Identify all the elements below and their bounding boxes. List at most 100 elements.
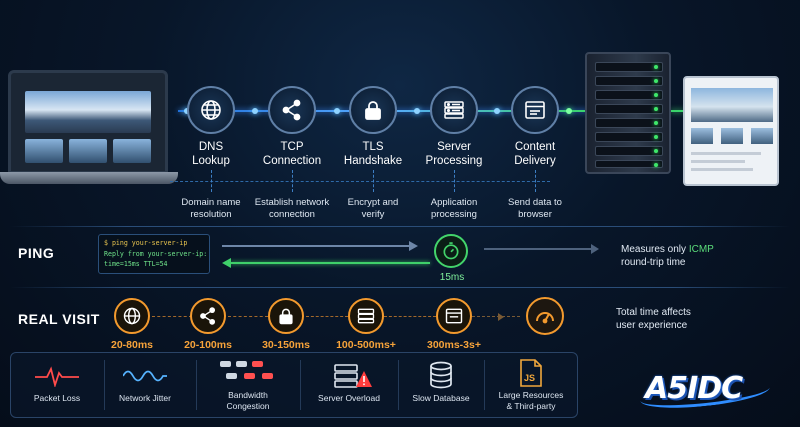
panel-separator xyxy=(484,360,485,410)
issue-icon-wrap: JS xyxy=(506,358,556,388)
step-description: Send data to browser xyxy=(508,197,562,220)
server-warning-icon xyxy=(334,364,372,388)
globe-icon xyxy=(201,100,221,120)
share-icon xyxy=(282,99,301,121)
laptop-thumbnail xyxy=(113,139,151,163)
step-tls-circle xyxy=(349,86,397,134)
step-dns-circle xyxy=(187,86,235,134)
globe-icon xyxy=(123,307,141,325)
timing-value: 20-80ms xyxy=(110,339,154,351)
ping-return-arrow xyxy=(230,262,430,264)
server-rack xyxy=(585,52,671,174)
step-dashed-drop xyxy=(211,170,212,192)
step-description: Encrypt and verify xyxy=(347,197,399,220)
issue-icon-wrap xyxy=(326,362,380,390)
js-file-icon: JS xyxy=(520,359,542,387)
step-dashed-drop xyxy=(292,170,293,192)
arrow-head xyxy=(409,241,418,251)
connection-line-end xyxy=(670,110,684,112)
arrow-head xyxy=(591,244,599,254)
timing-value: 100-500ms+ xyxy=(336,339,396,351)
timing-value: 300ms-3s+ xyxy=(426,339,481,351)
terminal-line: time=15ms TTL=54 xyxy=(104,260,168,268)
ping-label: PING xyxy=(18,245,55,261)
panel-separator xyxy=(196,360,197,410)
ping-note: Measures only ICMP round-trip time xyxy=(621,243,741,269)
laptop-hero-image xyxy=(25,91,151,133)
arrow-head xyxy=(498,313,504,321)
cars-icon xyxy=(220,361,273,379)
total-time-circle xyxy=(526,297,564,335)
wave-icon xyxy=(123,370,167,382)
timing-tls-circle xyxy=(268,298,304,334)
stopwatch xyxy=(434,234,468,268)
timing-dashed-connector xyxy=(152,316,192,317)
step-server-circle xyxy=(430,86,478,134)
terminal-line: Reply from your-server-ip: xyxy=(104,249,208,258)
issue-label: Bandwidth Congestion xyxy=(226,390,270,411)
connection-dot xyxy=(252,108,258,114)
pulse-icon xyxy=(35,366,79,387)
timing-value: 30-150ms xyxy=(262,339,310,351)
step-title: Content Delivery xyxy=(514,141,556,167)
lock-icon xyxy=(279,308,293,325)
panel-separator xyxy=(104,360,105,410)
step-tcp-circle xyxy=(268,86,316,134)
section-divider xyxy=(10,226,790,227)
connection-dot xyxy=(334,108,340,114)
issue-label: Server Overload xyxy=(318,393,380,403)
issue-label: Network Jitter xyxy=(119,393,171,403)
connection-dot xyxy=(494,108,500,114)
timing-dashed-connector xyxy=(306,316,348,317)
panel-separator xyxy=(398,360,399,410)
connection-dot xyxy=(566,108,572,114)
laptop-thumbnail xyxy=(25,139,63,163)
timing-tcp-circle xyxy=(190,298,226,334)
step-title: Server Processing xyxy=(425,141,483,167)
svg-text:JS: JS xyxy=(524,373,535,383)
timing-value: 20-100ms xyxy=(184,339,232,351)
timing-dns-circle xyxy=(114,298,150,334)
step-content-circle xyxy=(511,86,559,134)
ping-note-arrow xyxy=(484,248,592,250)
step-dashed-drop xyxy=(454,170,455,192)
laptop-screen xyxy=(8,70,168,174)
timing-dashed-connector xyxy=(228,316,268,317)
timing-dashed-connector xyxy=(384,316,436,317)
timing-server-circle xyxy=(348,298,384,334)
step-title: DNS Lookup xyxy=(192,141,230,167)
timing-dashed-connector xyxy=(472,316,520,317)
server-icon xyxy=(444,101,464,119)
ping-terminal: $ ping your-server-ip Reply from your-se… xyxy=(98,234,210,274)
issue-label: Slow Database xyxy=(412,393,470,403)
lock-icon xyxy=(365,101,381,120)
step-description: Establish network connection xyxy=(254,197,330,220)
browser-window-icon xyxy=(525,101,545,119)
browser-page-preview xyxy=(683,76,779,186)
server-icon xyxy=(357,308,375,324)
speedometer-icon xyxy=(536,312,554,324)
step-title: TLS Handshake xyxy=(343,141,403,167)
ping-note-prefix: Measures only xyxy=(621,244,689,255)
real-visit-note: Total time affects user experience xyxy=(616,307,691,331)
laptop-base xyxy=(0,172,178,184)
step-dashed-connector xyxy=(170,181,550,182)
panel-separator xyxy=(300,360,301,410)
issue-icon-wrap xyxy=(216,358,280,384)
ping-note-suffix: round-trip time xyxy=(621,257,686,268)
ping-time: 15ms xyxy=(439,272,465,283)
terminal-line: $ ping your-server-ip xyxy=(104,239,188,247)
arrow-head xyxy=(222,258,231,268)
step-dashed-drop xyxy=(373,170,374,192)
step-description: Application processing xyxy=(430,197,478,220)
issue-icon-wrap xyxy=(414,360,468,390)
step-dashed-drop xyxy=(535,170,536,192)
timing-content-circle xyxy=(436,298,472,334)
ping-outbound-arrow xyxy=(222,245,410,247)
laptop-thumbnail xyxy=(69,139,107,163)
section-divider xyxy=(10,287,790,288)
step-title: TCP Connection xyxy=(262,141,322,167)
issue-icon-wrap xyxy=(30,362,84,390)
real-visit-label: REAL VISIT xyxy=(18,311,100,327)
issue-label: Large Resources & Third-party xyxy=(498,390,564,411)
